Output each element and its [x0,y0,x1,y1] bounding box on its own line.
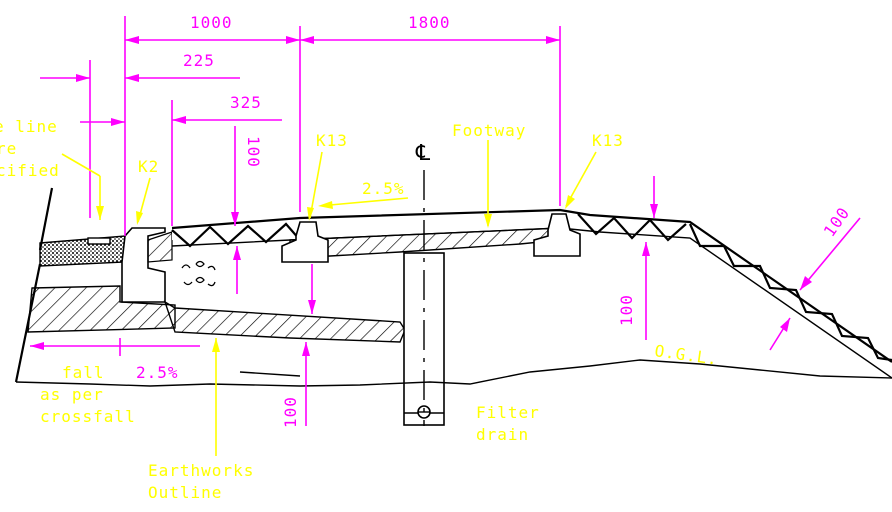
original-ground-line [15,359,892,387]
topsoil-zigzag-verge [171,222,301,248]
crossfall-footway-label: 2.5% [362,179,405,198]
annotation-leaders [61,140,597,456]
topsoil-zigzag-slope [688,223,892,362]
centreline-symbol: ℄ [415,141,431,166]
dim-100-slope-label: 100 [820,203,854,240]
k13-edging-right [533,213,581,257]
dimension-lines [30,16,861,426]
dim-100-kerb-label: 100 [244,136,263,168]
kerb-k2 [121,227,166,303]
annotation-text: e line re cified K2 K13 K13 Footway 2.5%… [0,117,719,502]
dim-1000-label: 1000 [190,13,233,32]
crossfall-left-label: 2.5% [136,363,179,382]
carriageway-sub-base [27,285,176,333]
filter-stones-symbol [181,260,216,287]
footway-label: Footway [452,121,526,140]
dim-100-base-label: 100 [281,396,300,428]
k13-right-label: K13 [592,131,624,150]
drain-label: drain [476,425,529,444]
linework [14,170,892,426]
line-note-text-3: cified [0,161,60,180]
line-note-text-1: e line [0,117,58,136]
k13-left-label: K13 [316,131,348,150]
dim-1800-label: 1800 [408,13,451,32]
earthworks-label-1: Earthworks [148,461,254,480]
carriageway-surfacing [39,235,126,267]
fall-label: fall [62,363,105,382]
line-note-text-2: re [0,139,17,158]
k13-edging-left [281,221,329,263]
crossfall-label: crossfall [40,407,136,426]
dim-325-label: 325 [230,93,262,112]
earthworks-label-2: Outline [148,483,222,502]
earthworks-wedge [163,300,406,343]
dim-100-verge-label: 100 [617,294,636,326]
k2-label: K2 [138,157,159,176]
road-stud [87,237,111,245]
kerb-backing [147,231,173,263]
ogl-label: O.G.L. [653,341,719,369]
topsoil-zigzag-right [577,213,687,242]
dimension-text: 1000 1800 225 325 100 100 100 100 2.5% [136,13,854,428]
as-per-label: as per [40,385,104,404]
dim-225-label: 225 [183,51,215,70]
filter-label: Filter [476,403,540,422]
